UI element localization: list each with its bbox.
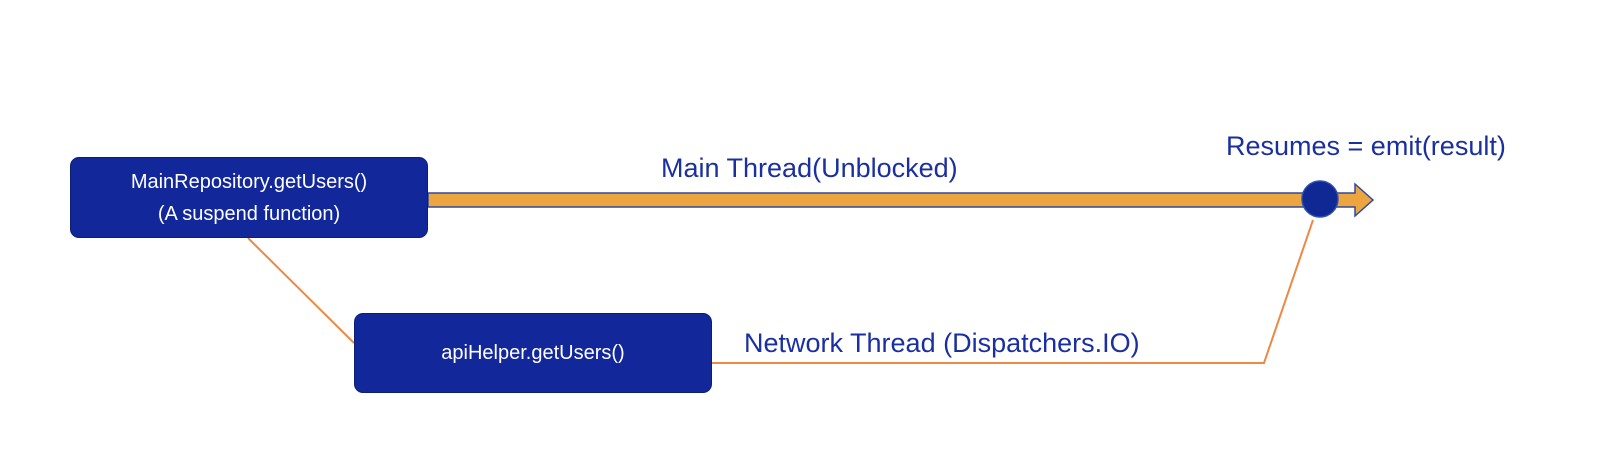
api-helper-box: apiHelper.getUsers() — [354, 313, 712, 393]
resume-label: Resumes = emit(result) — [1226, 131, 1506, 161]
main-thread-arrow — [427, 182, 1375, 218]
main-repository-subtitle: (A suspend function) — [157, 202, 341, 225]
resume-node — [1301, 180, 1339, 218]
main-repository-box: MainRepository.getUsers() (A suspend fun… — [70, 157, 428, 238]
main-thread-label: Main Thread(Unblocked) — [661, 153, 958, 183]
api-helper-title: apiHelper.getUsers() — [441, 342, 625, 364]
main-repository-title: MainRepository.getUsers() — [130, 170, 368, 193]
network-thread-line — [712, 219, 1314, 364]
call-connector-line — [247, 237, 355, 344]
network-thread-label: Network Thread (Dispatchers.IO) — [744, 328, 1140, 358]
